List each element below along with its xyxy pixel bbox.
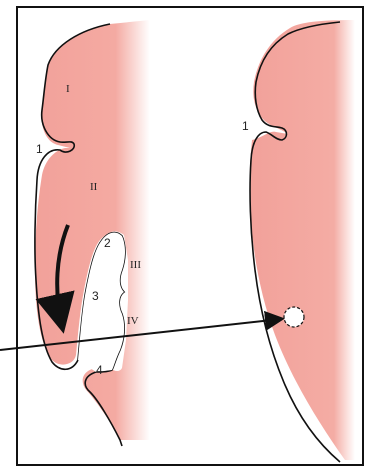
left-number-label: 1 xyxy=(36,142,43,156)
left-number-label: 3 xyxy=(92,289,99,303)
right-number-label: 1 xyxy=(242,119,249,133)
left-number-label: 2 xyxy=(104,236,111,250)
dashed-circle-icon xyxy=(284,307,304,327)
right-tissue xyxy=(250,20,355,460)
left-region-label: III xyxy=(130,259,141,271)
left-region-label: I xyxy=(66,83,70,95)
left-number-label: 4 xyxy=(96,363,103,377)
left-region-label: IV xyxy=(127,315,139,327)
left-region-label: II xyxy=(90,181,98,193)
left-tissue xyxy=(35,20,150,440)
